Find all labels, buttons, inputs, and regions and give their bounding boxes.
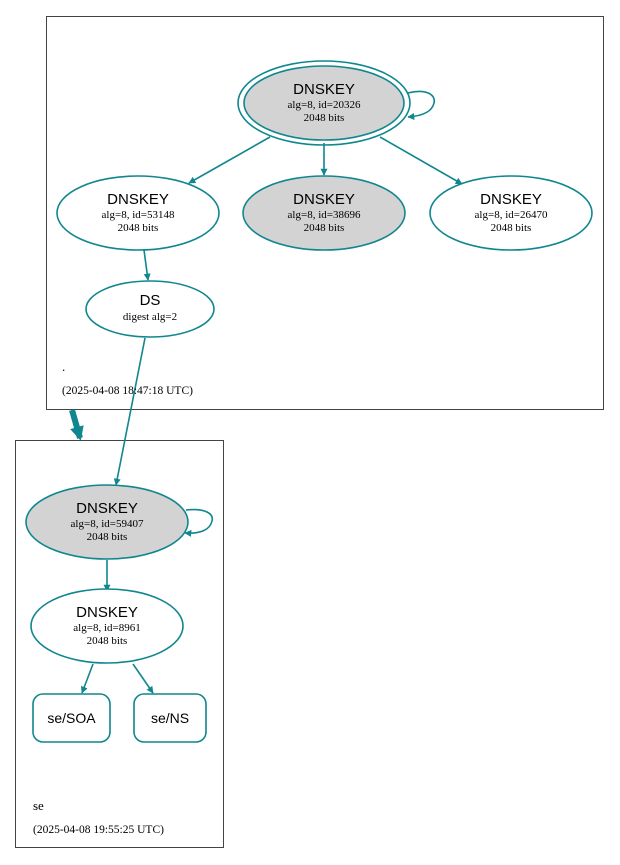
ds-node[interactable]: DS digest alg=2 — [85, 280, 215, 338]
edge-ksk-to-zsk-53148 — [188, 136, 271, 184]
node-alg-id: alg=8, id=26470 — [475, 209, 548, 221]
node-shape — [30, 588, 184, 664]
node-title: DNSKEY — [107, 191, 169, 208]
node-label: se/SOA — [47, 710, 96, 726]
rrset-node-se-ns[interactable]: se/NS — [133, 693, 207, 743]
dnskey-node-38696[interactable]: DNSKEY alg=8, id=38696 2048 bits — [242, 175, 406, 251]
node-title: DNSKEY — [293, 81, 355, 98]
node-alg-id: alg=8, id=59407 — [71, 518, 144, 530]
node-shape — [133, 693, 207, 743]
dnskey-node-26470[interactable]: DNSKEY alg=8, id=26470 2048 bits — [429, 175, 593, 251]
se-zone-box — [15, 440, 224, 848]
root-zone-label: . — [62, 359, 65, 374]
edge-ksk-self-loop — [407, 90, 436, 121]
edge-se-zsk-to-soa — [80, 663, 94, 694]
node-shape — [56, 175, 220, 251]
node-shape — [85, 280, 215, 338]
node-title: DNSKEY — [480, 191, 542, 208]
dnskey-node-8961[interactable]: DNSKEY alg=8, id=8961 2048 bits — [30, 588, 184, 664]
node-bits: 2048 bits — [491, 222, 532, 234]
node-alg-id: alg=8, id=53148 — [102, 209, 175, 221]
node-outer-ring — [237, 60, 411, 146]
node-bits: 2048 bits — [304, 112, 345, 124]
node-shape — [242, 175, 406, 251]
edge-se-zsk-to-ns — [132, 663, 154, 694]
node-alg-id: alg=8, id=8961 — [73, 622, 140, 634]
node-title: DNSKEY — [76, 604, 138, 621]
node-bits: 2048 bits — [304, 222, 345, 234]
dnskey-node-59407[interactable]: DNSKEY alg=8, id=59407 2048 bits — [25, 484, 189, 560]
edge-ksk-to-zsk-26470 — [379, 136, 463, 185]
node-alg-id: alg=8, id=20326 — [288, 99, 361, 111]
dnskey-node-53148[interactable]: DNSKEY alg=8, id=53148 2048 bits — [56, 175, 220, 251]
node-label: se/NS — [151, 710, 189, 726]
node-bits: 2048 bits — [118, 222, 159, 234]
root-zone-timestamp: (2025-04-08 18:47:18 UTC) — [62, 385, 193, 397]
se-zone-timestamp: (2025-04-08 19:55:25 UTC) — [33, 824, 164, 836]
delegation-edge — [69, 409, 84, 441]
edge-ds-to-se-ksk — [113, 337, 146, 486]
root-zone-box — [46, 16, 604, 410]
node-shape — [243, 65, 405, 141]
node-title: DNSKEY — [293, 191, 355, 208]
node-shape — [25, 484, 189, 560]
node-bits: 2048 bits — [87, 635, 128, 647]
node-title: DS — [140, 292, 161, 309]
edge-se-ksk-self-loop — [184, 508, 214, 537]
rrset-node-se-soa[interactable]: se/SOA — [32, 693, 111, 743]
node-title: DNSKEY — [76, 500, 138, 517]
dnskey-node-20326[interactable]: DNSKEY alg=8, id=20326 2048 bits — [237, 60, 411, 146]
node-alg-id: alg=8, id=38696 — [288, 209, 361, 221]
edge-zsk-53148-to-ds — [143, 249, 151, 281]
node-bits: 2048 bits — [87, 531, 128, 543]
node-shape — [429, 175, 593, 251]
node-digest: digest alg=2 — [123, 311, 177, 323]
se-zone-label: se — [33, 798, 44, 813]
node-shape — [32, 693, 111, 743]
